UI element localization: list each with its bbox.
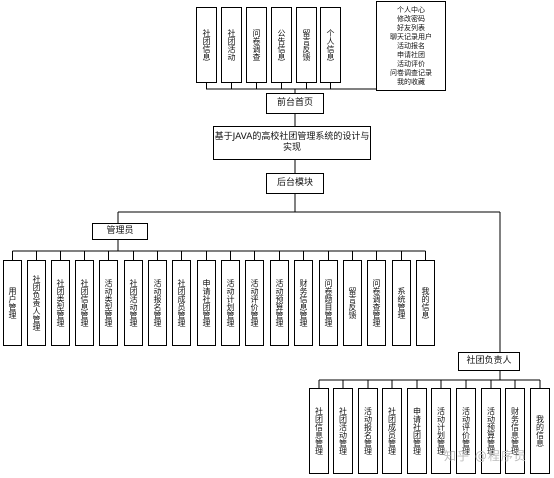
admin-module-box-label: 社团活动管理 bbox=[129, 279, 138, 327]
admin-module-box-label: 问卷题目管理 bbox=[324, 279, 333, 327]
admin-module-box-label: 我的信息 bbox=[421, 287, 430, 319]
admin-module-box: 活动类型管理 bbox=[99, 260, 118, 346]
personal-center-item: 问卷调查记录 bbox=[390, 68, 432, 77]
leader-module-box: 活动评价管理 bbox=[456, 388, 476, 474]
front-module-box-label: 留言反馈 bbox=[302, 29, 311, 61]
leader-module-box-label: 活动预算管理 bbox=[486, 407, 496, 455]
personal-center-box: 个人中心修改密码好友列表聊天记录用户活动报名申请社团活动评价问卷调查记录我的收藏 bbox=[376, 1, 446, 91]
admin-module-box-label: 问卷调查管理 bbox=[372, 279, 381, 327]
admin-module-box: 用户管理 bbox=[3, 260, 22, 346]
personal-center-item: 个人中心 bbox=[397, 5, 425, 14]
admin-box: 管理员 bbox=[92, 223, 148, 240]
admin-module-box-label: 用户管理 bbox=[8, 287, 17, 319]
admin-module-box: 申请社团管理 bbox=[197, 260, 216, 346]
admin-module-box-label: 社团负责人管理 bbox=[32, 275, 41, 331]
admin-module-box: 活动预算管理 bbox=[270, 260, 289, 346]
admin-box-label: 管理员 bbox=[106, 226, 134, 236]
admin-module-box-label: 活动计划管理 bbox=[226, 279, 235, 327]
admin-module-box-label: 活动报名管理 bbox=[153, 279, 162, 327]
leader-module-box-label: 社团成员管理 bbox=[387, 407, 397, 455]
admin-module-box: 社团成员管理 bbox=[172, 260, 191, 346]
system-title-box: 基于JAVA的高校社团管理系统的设计与实现 bbox=[213, 126, 371, 160]
personal-center-item: 好友列表 bbox=[397, 23, 425, 32]
admin-module-box-label: 活动预算管理 bbox=[275, 279, 284, 327]
personal-center-item: 我的收藏 bbox=[397, 77, 425, 86]
leader-module-box: 财务信息管理 bbox=[505, 388, 525, 474]
admin-module-box: 留言反馈 bbox=[343, 260, 362, 346]
leader-module-box: 社团成员管理 bbox=[382, 388, 402, 474]
admin-module-box: 问卷题目管理 bbox=[319, 260, 338, 346]
front-module-box-label: 个人信息 bbox=[326, 29, 335, 61]
personal-center-item: 活动报名 bbox=[397, 41, 425, 50]
personal-center-item: 修改密码 bbox=[397, 14, 425, 23]
system-title-box-label: 基于JAVA的高校社团管理系统的设计与实现 bbox=[214, 132, 370, 153]
admin-module-box: 活动评价管理 bbox=[245, 260, 264, 346]
admin-module-box: 社团活动管理 bbox=[124, 260, 143, 346]
front-module-box: 留言反馈 bbox=[296, 7, 317, 83]
admin-module-box: 活动计划管理 bbox=[221, 260, 240, 346]
leader-module-box-label: 社团信息管理 bbox=[314, 407, 324, 455]
admin-module-box: 财务信息管理 bbox=[294, 260, 313, 346]
leader-module-box: 社团信息管理 bbox=[309, 388, 329, 474]
front-module-box-label: 问卷调查 bbox=[252, 29, 261, 61]
leader-module-box-label: 活动计划管理 bbox=[436, 407, 446, 455]
admin-module-box-label: 社团成员管理 bbox=[177, 279, 186, 327]
front-module-box: 社团信息 bbox=[196, 7, 217, 83]
leader-module-box-label: 申请社团管理 bbox=[412, 407, 422, 455]
admin-module-box: 社团类型管理 bbox=[51, 260, 70, 346]
leader-module-box: 社团活动管理 bbox=[333, 388, 353, 474]
leader-module-box: 申请社团管理 bbox=[407, 388, 427, 474]
leader-module-box: 我的信息 bbox=[530, 388, 550, 474]
leader-module-box-label: 财务信息管理 bbox=[510, 407, 520, 455]
leader-module-box: 活动计划管理 bbox=[431, 388, 451, 474]
admin-module-box-label: 财务信息管理 bbox=[299, 279, 308, 327]
admin-module-box: 我的信息 bbox=[416, 260, 435, 346]
admin-module-box: 系统管理 bbox=[392, 260, 411, 346]
front-module-box: 个人信息 bbox=[320, 7, 341, 83]
front-module-box-label: 公告信息 bbox=[277, 29, 286, 61]
personal-center-item: 聊天记录用户 bbox=[390, 32, 432, 41]
leader-module-box-label: 我的信息 bbox=[535, 415, 545, 447]
leader-box: 社团负责人 bbox=[458, 352, 520, 371]
leader-module-box-label: 活动评价管理 bbox=[461, 407, 471, 455]
admin-module-box-label: 系统管理 bbox=[397, 287, 406, 319]
admin-module-box-label: 社团信息管理 bbox=[80, 279, 89, 327]
front-module-box-label: 社团活动 bbox=[227, 29, 236, 61]
leader-module-box: 活动预算管理 bbox=[481, 388, 501, 474]
front-module-box-label: 社团信息 bbox=[202, 29, 211, 61]
front-module-box: 问卷调查 bbox=[246, 7, 267, 83]
backend-module-box: 后台模块 bbox=[266, 173, 324, 194]
leader-module-box-label: 社团活动管理 bbox=[338, 407, 348, 455]
leader-module-box-label: 活动报名管理 bbox=[363, 407, 373, 455]
admin-module-box-label: 社团类型管理 bbox=[56, 279, 65, 327]
front-home-box: 前台首页 bbox=[266, 93, 324, 114]
admin-module-box-label: 活动类型管理 bbox=[104, 279, 113, 327]
admin-module-box-label: 留言反馈 bbox=[348, 287, 357, 319]
front-home-box-label: 前台首页 bbox=[276, 98, 313, 108]
admin-module-box: 问卷调查管理 bbox=[367, 260, 386, 346]
leader-module-box: 活动报名管理 bbox=[358, 388, 378, 474]
admin-module-box: 社团信息管理 bbox=[75, 260, 94, 346]
front-module-box: 公告信息 bbox=[271, 7, 292, 83]
personal-center-item: 申请社团 bbox=[397, 50, 425, 59]
admin-module-box-label: 申请社团管理 bbox=[202, 279, 211, 327]
front-module-box: 社团活动 bbox=[221, 7, 242, 83]
backend-module-box-label: 后台模块 bbox=[276, 178, 313, 188]
watermark-text: 知乎 @程序员 bbox=[444, 449, 527, 463]
personal-center-item: 活动评价 bbox=[397, 59, 425, 68]
admin-module-box-label: 活动评价管理 bbox=[250, 279, 259, 327]
leader-box-label: 社团负责人 bbox=[466, 356, 512, 366]
admin-module-box: 活动报名管理 bbox=[148, 260, 167, 346]
admin-module-box: 社团负责人管理 bbox=[27, 260, 46, 346]
